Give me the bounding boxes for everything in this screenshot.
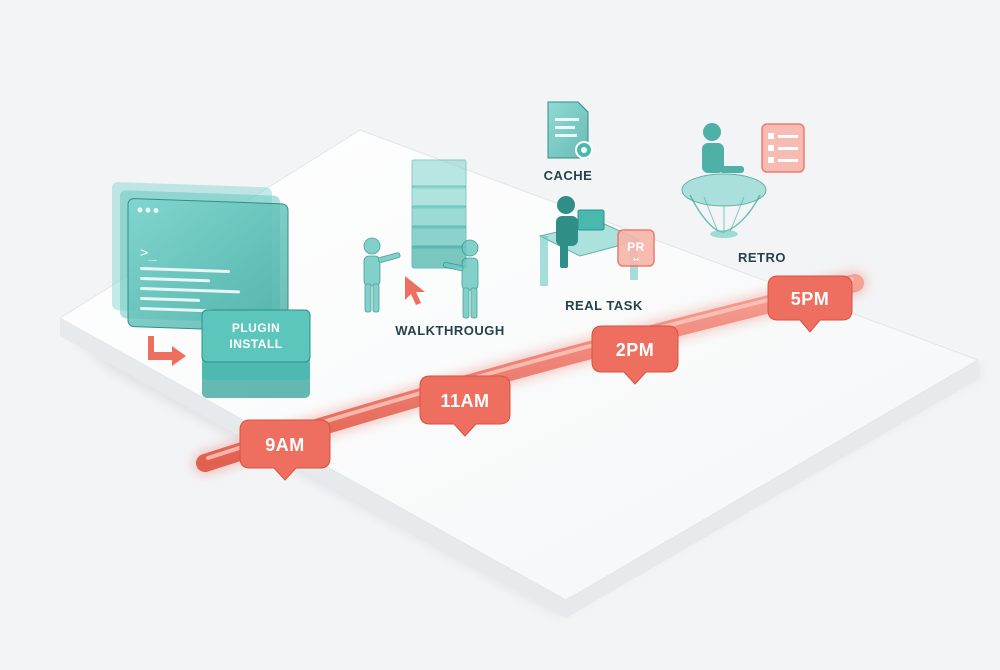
time-label-2pm: 2PM <box>616 340 655 360</box>
cache-label: CACHE <box>544 168 593 183</box>
checklist-icon <box>762 124 804 172</box>
activity-label-plugin-line1: PLUGIN <box>232 321 280 335</box>
round-table-icon <box>682 174 766 238</box>
time-label-5pm: 5PM <box>791 289 830 309</box>
person-icon <box>702 123 744 173</box>
pr-badge-label: PR <box>627 240 645 254</box>
svg-text:↔: ↔ <box>633 255 640 264</box>
activity-label-retro: RETRO <box>738 250 786 265</box>
server-stack-icon <box>412 160 466 268</box>
pr-badge-icon: PR ↔ <box>618 230 654 266</box>
activity-label-plugin-line2: INSTALL <box>229 337 282 351</box>
activity-label-walkthrough: WALKTHROUGH <box>395 323 505 338</box>
time-label-9am: 9AM <box>265 435 305 455</box>
time-label-11am: 11AM <box>440 391 489 411</box>
document-gear-icon <box>548 102 592 158</box>
svg-text:>_: >_ <box>140 245 157 262</box>
station-retro: RETRO <box>682 123 804 265</box>
activity-label-real-task: REAL TASK <box>565 298 643 313</box>
laptop-icon <box>578 210 604 230</box>
